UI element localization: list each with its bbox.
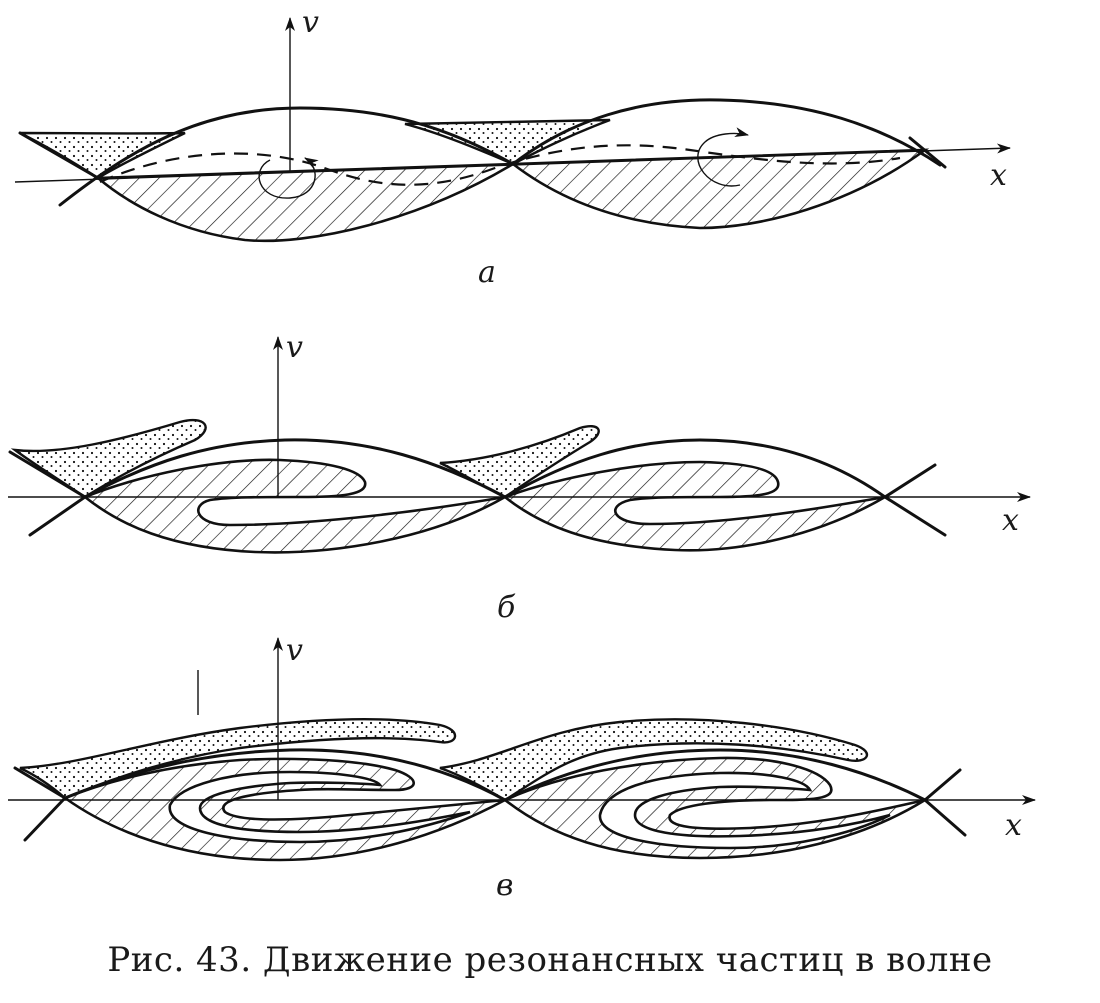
x-axis-a xyxy=(14,143,1011,183)
white-spiral-gap-left xyxy=(168,770,471,844)
separatrix-upper-right xyxy=(511,98,942,167)
separatrix-b-tail-right xyxy=(883,463,947,537)
v-axis-label-a: v xyxy=(302,5,319,40)
separatrix-right-tail xyxy=(908,136,947,169)
x-axis-label-c: x xyxy=(1005,808,1022,843)
figure-caption: Рис. 43. Движение резонансных частиц в в… xyxy=(107,940,993,980)
separatrix-c-tail-left xyxy=(13,766,68,842)
dashed-trajectory-a xyxy=(99,144,901,186)
separatrix-b-upper-right xyxy=(503,438,887,499)
rotation-arrow-left xyxy=(258,157,319,199)
hatched-spiral-left xyxy=(62,757,506,862)
panel-a: v x а xyxy=(14,5,1011,290)
panel-label-c: в xyxy=(496,868,513,903)
x-axis-label-b: x xyxy=(1002,503,1019,538)
panel-b: v x б xyxy=(8,330,1031,625)
separatrix-c-tail-right xyxy=(923,768,967,837)
hatched-region-left xyxy=(94,162,518,243)
v-axis-label-c: v xyxy=(286,633,303,668)
panel-label-a: а xyxy=(478,255,496,290)
hatched-region-right xyxy=(509,148,930,230)
panel-c: v x в xyxy=(8,633,1036,903)
hatched-cell-right xyxy=(502,460,886,552)
separatrix-c-upper-right xyxy=(503,748,927,802)
separatrix-b-upper-left xyxy=(83,438,507,499)
separatrix-left-tail xyxy=(18,131,100,180)
panel-label-b: б xyxy=(497,590,516,625)
rotation-arrow-right xyxy=(697,127,749,187)
dotted-band-right xyxy=(439,718,869,802)
white-spiral-gap-right xyxy=(598,771,891,850)
separatrix-upper-left xyxy=(58,106,515,207)
separatrix-c-upper-left xyxy=(63,748,507,802)
hatched-cell-left xyxy=(82,458,506,554)
v-axis-label-b: v xyxy=(286,330,303,365)
x-axis-label-a: x xyxy=(990,158,1007,193)
